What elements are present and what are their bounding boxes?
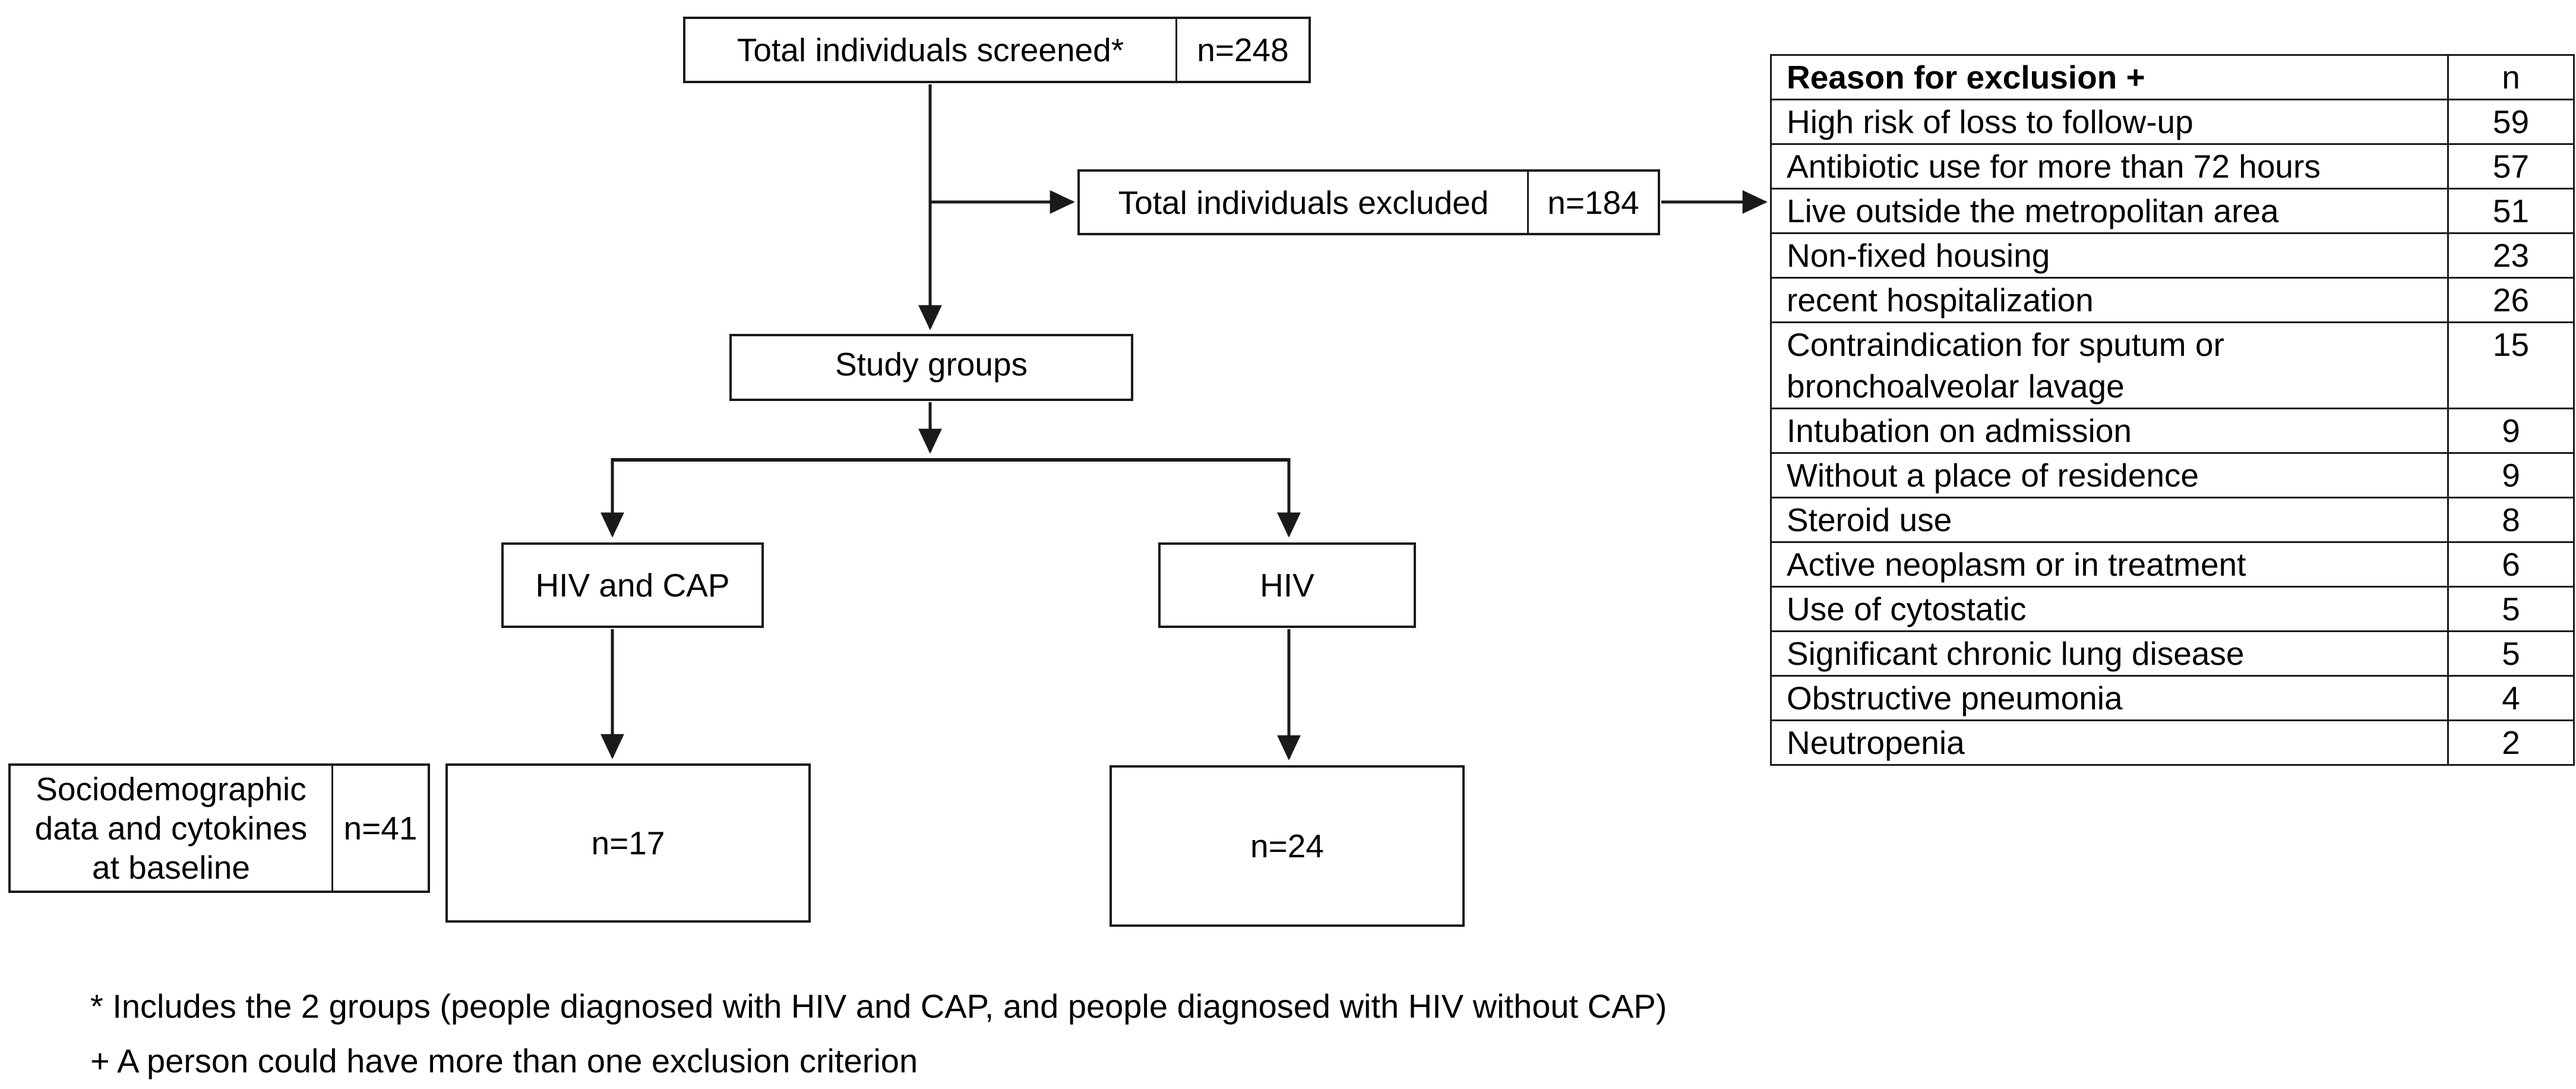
table-row: High risk of loss to follow-up 59: [1770, 99, 2575, 145]
hiv-cap-group-label: HIV and CAP: [535, 567, 730, 604]
baseline-label: Sociodemographic data and cytokines at b…: [11, 766, 333, 891]
exclusion-reason: Use of cytostatic: [1770, 586, 2449, 632]
exclusion-table-container: Reason for exclusion + n High risk of lo…: [1770, 54, 2575, 766]
exclusion-reason-header: Reason for exclusion +: [1770, 54, 2449, 100]
exclusion-count: 9: [2447, 408, 2575, 454]
study-groups-label: Study groups: [835, 346, 1028, 383]
exclusion-count: 9: [2447, 452, 2575, 498]
exclusion-reason: Without a place of residence: [1770, 452, 2449, 498]
exclusion-reason: Obstructive pneumonia: [1770, 675, 2449, 721]
table-row: Live outside the metropolitan area 51: [1770, 188, 2575, 234]
exclusion-reason: Live outside the metropolitan area: [1770, 188, 2449, 234]
excluded-label: Total individuals excluded: [1080, 172, 1529, 233]
exclusion-count: 23: [2447, 232, 2575, 279]
exclusion-count: 6: [2447, 541, 2575, 588]
screened-count: n=248: [1197, 31, 1289, 68]
hiv-group-box: HIV: [1158, 542, 1416, 628]
footnote-screened: * Includes the 2 groups (people diagnose…: [90, 987, 1667, 1025]
exclusion-count: 57: [2447, 143, 2575, 190]
exclusion-reason: Contraindication for sputum or bronchoal…: [1770, 321, 2449, 409]
exclusion-reason: Active neoplasm or in treatment: [1770, 541, 2449, 588]
footnotes: * Includes the 2 groups (people diagnose…: [90, 979, 1667, 1088]
table-row: Neutropenia 2: [1770, 719, 2575, 766]
exclusion-count: 2: [2447, 719, 2575, 766]
screened-label: Total individuals screened*: [685, 19, 1177, 81]
exclusion-table: Reason for exclusion + n High risk of lo…: [1770, 54, 2575, 766]
table-row: Non-fixed housing 23: [1770, 232, 2575, 279]
exclusion-reason: recent hospitalization: [1770, 277, 2449, 323]
table-row: Intubation on admission 9: [1770, 408, 2575, 454]
excluded-count: n=184: [1547, 184, 1639, 221]
exclusion-reason: Significant chronic lung disease: [1770, 630, 2449, 677]
hiv-cap-outcome-box: n=17: [445, 763, 811, 923]
exclusion-count: 5: [2447, 586, 2575, 632]
study-groups-box: Study groups: [729, 334, 1133, 401]
table-row: Steroid use 8: [1770, 497, 2575, 543]
excluded-box: Total individuals excluded n=184: [1077, 169, 1660, 235]
footnote-exclusion: + A person could have more than one excl…: [90, 1042, 918, 1079]
table-row: Significant chronic lung disease 5: [1770, 630, 2575, 677]
exclusion-reason: High risk of loss to follow-up: [1770, 99, 2449, 145]
hiv-outcome-box: n=24: [1110, 765, 1465, 927]
hiv-cap-outcome-count: n=17: [591, 825, 665, 861]
hiv-cap-group-box: HIV and CAP: [501, 542, 764, 628]
exclusion-n-header: n: [2447, 54, 2575, 100]
exclusion-reason: Non-fixed housing: [1770, 232, 2449, 279]
exclusion-table-header-row: Reason for exclusion + n: [1770, 54, 2575, 100]
exclusion-reason: Neutropenia: [1770, 719, 2449, 766]
baseline-count: n=41: [343, 810, 418, 847]
exclusion-reason: Antibiotic use for more than 72 hours: [1770, 143, 2449, 190]
screened-box: Total individuals screened* n=248: [683, 17, 1311, 83]
exclusion-count: 8: [2447, 497, 2575, 543]
table-row: Obstructive pneumonia 4: [1770, 675, 2575, 721]
baseline-box: Sociodemographic data and cytokines at b…: [8, 763, 430, 893]
exclusion-count: 51: [2447, 188, 2575, 234]
table-row: Antibiotic use for more than 72 hours 57: [1770, 143, 2575, 190]
exclusion-count: 59: [2447, 99, 2575, 145]
exclusion-count: 26: [2447, 277, 2575, 323]
table-row: Use of cytostatic 5: [1770, 586, 2575, 632]
hiv-group-label: HIV: [1260, 567, 1314, 604]
exclusion-count: 5: [2447, 630, 2575, 677]
table-row: Active neoplasm or in treatment 6: [1770, 541, 2575, 588]
exclusion-reason: Intubation on admission: [1770, 408, 2449, 454]
table-row: Without a place of residence 9: [1770, 452, 2575, 498]
table-row: recent hospitalization 26: [1770, 277, 2575, 323]
exclusion-count: 4: [2447, 675, 2575, 721]
table-row: Contraindication for sputum or bronchoal…: [1770, 321, 2575, 409]
exclusion-count: 15: [2447, 321, 2575, 409]
hiv-outcome-count: n=24: [1250, 828, 1324, 864]
exclusion-reason: Steroid use: [1770, 497, 2449, 543]
